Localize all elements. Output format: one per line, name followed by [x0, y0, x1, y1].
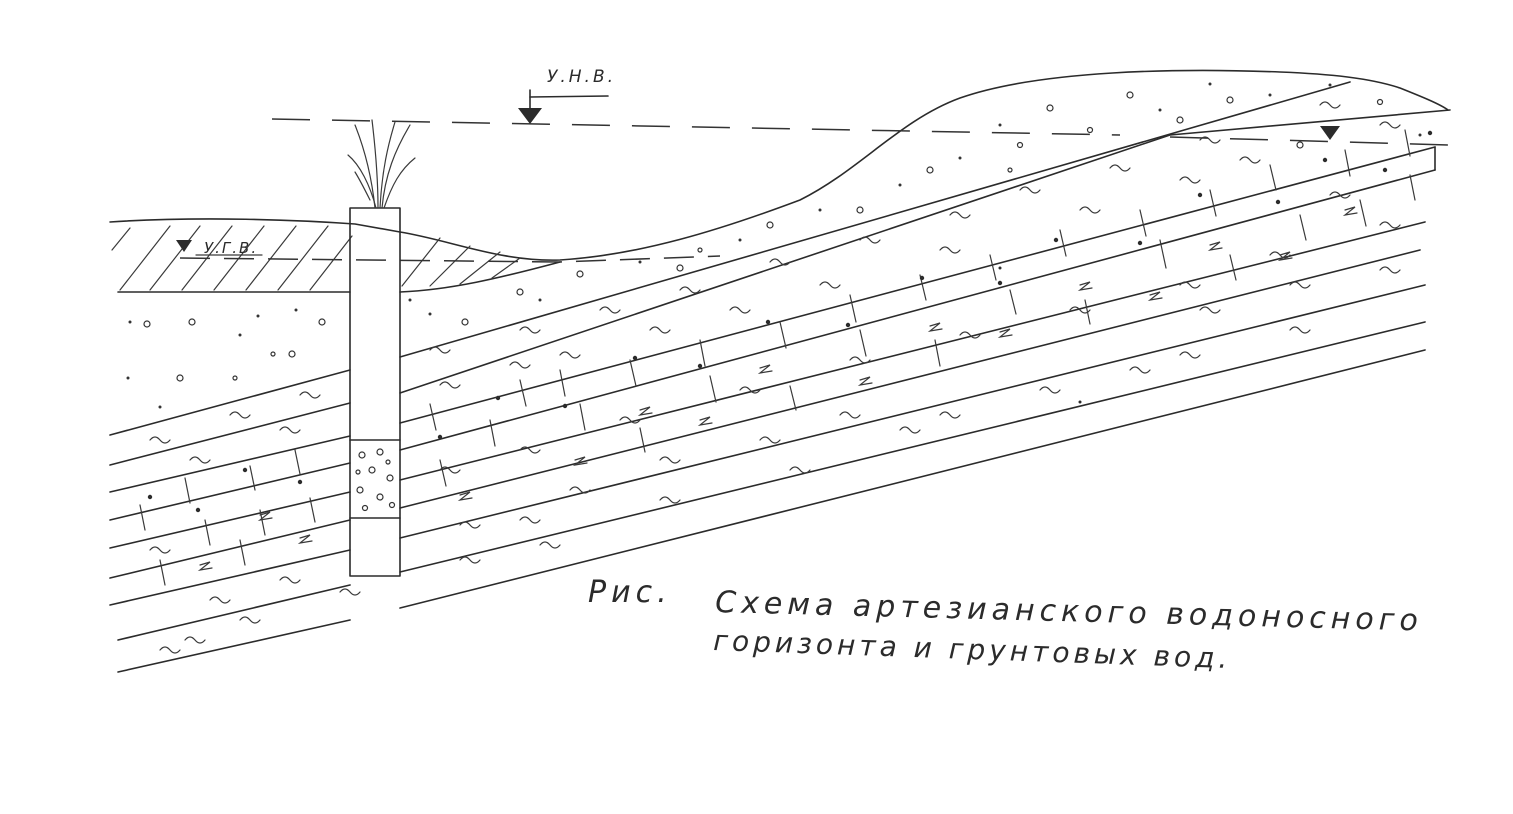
strata-lines: [109, 81, 1451, 673]
groundwater-level-marker: [176, 240, 192, 252]
limestone-marks: [197, 206, 1358, 571]
artesian-well: [349, 207, 401, 577]
sand-texture-left: [143, 318, 326, 382]
caption-line-2: горизонта и грунтовых вод.: [713, 624, 1232, 675]
recharge-level-marker: [1320, 126, 1340, 140]
caption-prefix: Рис.: [588, 575, 672, 610]
piezometric-level-marker: [518, 108, 542, 124]
aquifer-dots: [147, 130, 1433, 513]
piezometric-level-line: [271, 118, 1451, 146]
groundwater-level-label: У.Г.В.: [204, 239, 258, 257]
clay-hatching: [111, 225, 521, 291]
piezometric-level-label: У.Н.В.: [547, 67, 616, 87]
ground-surface-line: [109, 69, 1449, 261]
figure-caption: Рис. Схема артезианского водоносного гор…: [588, 575, 1423, 675]
clay-marks: [149, 101, 1401, 654]
well-filter-gravel: [355, 448, 396, 512]
groundwater-level-line: [179, 255, 721, 263]
clay-layer-bottom: [117, 261, 561, 293]
artesian-fountain: [347, 119, 416, 209]
sand-texture-right: [461, 91, 1384, 326]
limestone-joints: [139, 129, 1416, 586]
